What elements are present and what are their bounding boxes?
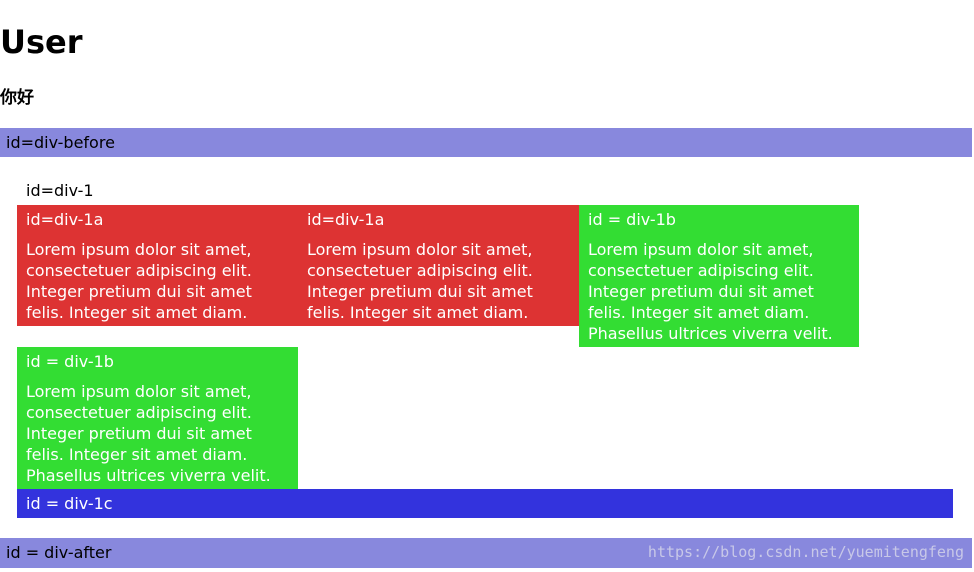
div-1b-text: Lorem ipsum dolor sit amet, consectetuer… [588, 240, 833, 343]
div-1a-text: Lorem ipsum dolor sit amet, consectetuer… [307, 240, 533, 322]
div-1a-box: id=div-1a Lorem ipsum dolor sit amet, co… [17, 205, 298, 326]
div-1a-id-label: id=div-1a [26, 210, 104, 229]
watermark: https://blog.csdn.net/yuemitengfeng [647, 543, 964, 561]
page-title: User [0, 23, 83, 61]
div-1b-box: id = div-1b Lorem ipsum dolor sit amet, … [17, 347, 298, 489]
div-1a-text: Lorem ipsum dolor sit amet, consectetuer… [26, 240, 252, 322]
div-before-label: id=div-before [6, 133, 115, 152]
div-1a-id-label: id=div-1a [307, 210, 385, 229]
div-before: id=div-before [0, 128, 972, 157]
div-1b-box: id = div-1b Lorem ipsum dolor sit amet, … [579, 205, 859, 347]
div-1b-id-label: id = div-1b [26, 352, 114, 371]
div-1c-label: id = div-1c [26, 494, 113, 513]
div-1b-text: Lorem ipsum dolor sit amet, consectetuer… [26, 382, 271, 485]
page-subtitle: 你好 [0, 88, 34, 108]
div-after-label: id = div-after [6, 543, 112, 562]
div-after: id = div-after [0, 538, 972, 568]
div-1-label: id=div-1 [26, 181, 94, 200]
div-1a-box: id=div-1a Lorem ipsum dolor sit amet, co… [298, 205, 579, 326]
div-1c-box: id = div-1c [17, 489, 953, 518]
div-1b-id-label: id = div-1b [588, 210, 676, 229]
